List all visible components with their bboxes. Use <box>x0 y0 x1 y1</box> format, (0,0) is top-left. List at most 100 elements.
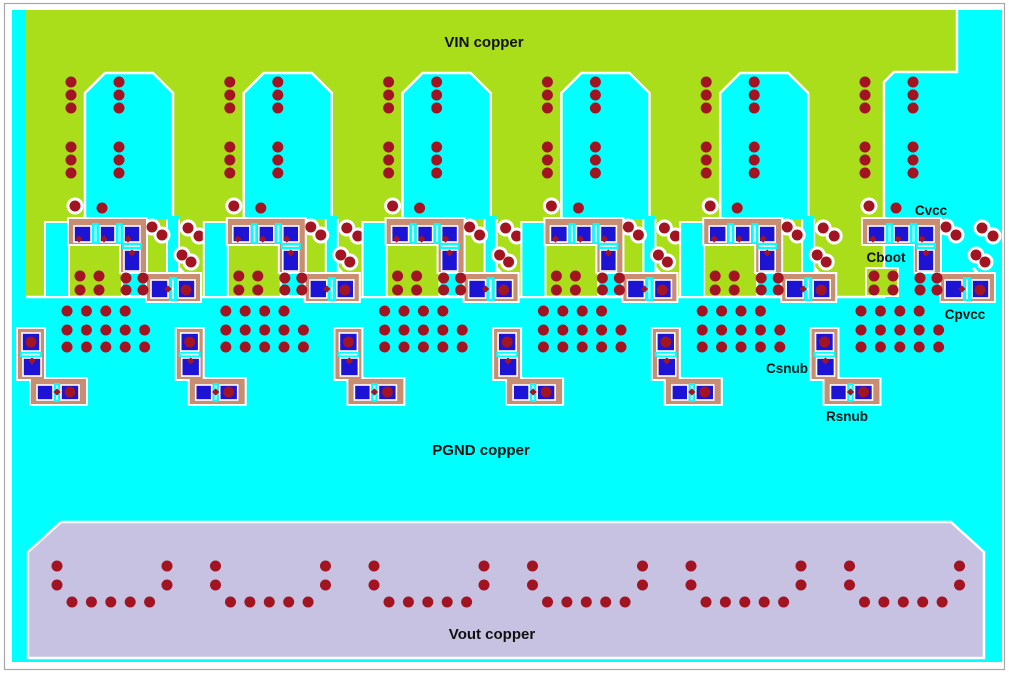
pad-origin-marker <box>710 235 718 243</box>
via <box>541 89 553 101</box>
via <box>859 596 870 608</box>
via <box>411 270 423 282</box>
via <box>527 579 538 591</box>
via <box>907 89 919 101</box>
via <box>93 284 105 296</box>
via <box>184 336 196 348</box>
via <box>501 336 513 348</box>
via <box>561 596 573 608</box>
pad-origin-marker <box>392 235 401 243</box>
via <box>728 284 740 296</box>
pad-origin-marker <box>124 235 132 243</box>
via <box>615 324 627 336</box>
via <box>656 284 668 296</box>
via <box>557 341 569 353</box>
via <box>224 167 236 179</box>
via <box>545 200 557 212</box>
via <box>228 200 240 212</box>
via <box>80 341 92 353</box>
via <box>85 596 97 608</box>
via <box>255 202 267 214</box>
via <box>383 89 395 101</box>
via <box>368 579 380 591</box>
via <box>65 102 77 114</box>
via <box>74 284 86 296</box>
via <box>279 272 291 284</box>
via <box>748 89 760 101</box>
via <box>65 154 77 166</box>
via <box>455 272 467 284</box>
pad-origin-marker <box>53 388 61 396</box>
via <box>576 341 588 353</box>
via <box>392 270 404 282</box>
via <box>342 336 354 348</box>
via <box>113 102 125 114</box>
via <box>557 324 569 336</box>
pad-origin-marker <box>323 285 331 293</box>
via <box>278 341 290 353</box>
via <box>613 284 625 296</box>
via <box>456 324 468 336</box>
via <box>576 305 588 317</box>
via <box>728 270 740 282</box>
via <box>589 154 601 166</box>
via <box>652 249 664 261</box>
vin-slot-cutout <box>243 73 332 219</box>
via <box>572 202 584 214</box>
snubber-5 <box>650 327 723 406</box>
via <box>379 305 391 317</box>
via <box>580 596 592 608</box>
via <box>772 272 784 284</box>
via <box>589 102 601 114</box>
via <box>913 341 925 353</box>
via <box>878 596 890 608</box>
via <box>220 305 232 317</box>
via <box>613 272 625 284</box>
via <box>596 272 608 284</box>
vin-slot-border <box>560 71 651 219</box>
via <box>146 221 158 233</box>
via <box>940 221 952 233</box>
via <box>113 154 125 166</box>
via <box>954 579 965 591</box>
via <box>25 336 37 348</box>
via <box>315 229 327 241</box>
via <box>305 221 317 233</box>
via <box>64 386 76 398</box>
pad-origin-marker <box>735 235 743 243</box>
via <box>272 76 284 88</box>
via <box>296 272 308 284</box>
via <box>344 256 356 268</box>
via <box>383 596 395 608</box>
cboot-label: Cboot <box>867 250 906 265</box>
via <box>398 341 410 353</box>
via <box>748 141 760 153</box>
snubber-1 <box>16 327 88 406</box>
snubber-4 <box>492 327 565 406</box>
pad-origin-marker <box>640 285 649 293</box>
via <box>735 305 747 317</box>
snubber-clusters-layer <box>16 327 882 406</box>
via <box>438 284 450 296</box>
via <box>193 230 205 242</box>
via <box>417 341 429 353</box>
via <box>541 141 553 153</box>
via <box>335 249 347 261</box>
via <box>500 222 512 234</box>
vin-slot-cutout <box>720 73 809 219</box>
snubber-3 <box>333 327 406 406</box>
via <box>383 76 395 88</box>
pad-origin-marker <box>799 285 807 293</box>
via <box>936 596 948 608</box>
via <box>550 284 562 296</box>
via <box>144 596 156 608</box>
via <box>224 141 236 153</box>
via <box>537 341 549 353</box>
pad-origin-marker <box>846 388 855 396</box>
via <box>263 596 275 608</box>
via <box>414 202 426 214</box>
via <box>93 270 105 282</box>
via <box>272 167 284 179</box>
via <box>859 154 871 166</box>
pad-origin-marker <box>164 285 172 293</box>
